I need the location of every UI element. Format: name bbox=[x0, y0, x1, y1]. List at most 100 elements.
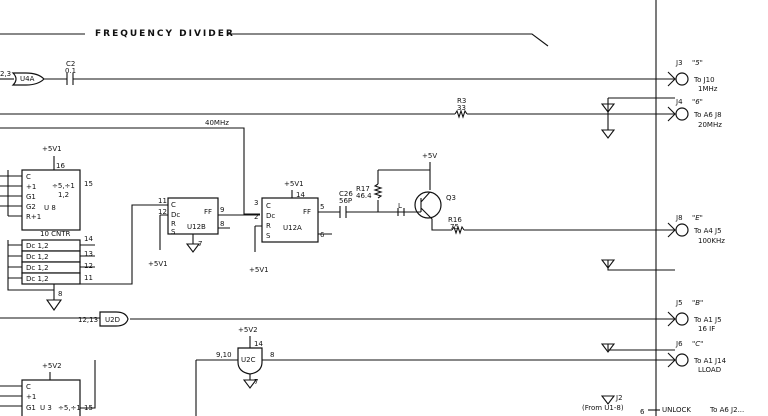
u4a-label: U4A bbox=[20, 75, 35, 83]
u3-counter-box bbox=[21, 379, 81, 416]
u8-pin-12: 12 bbox=[84, 262, 93, 270]
u3-name: U 3 bbox=[40, 404, 52, 412]
u8-pin-8: 8 bbox=[58, 290, 62, 298]
r17-value: 46.4 bbox=[356, 192, 372, 200]
ground-symbol bbox=[600, 343, 616, 353]
connector-jack bbox=[675, 107, 689, 121]
connector-arrow bbox=[667, 222, 676, 238]
q3-supply bbox=[378, 162, 431, 190]
j2-pin: 6 bbox=[640, 408, 645, 416]
j2-destination: To A6 J2... bbox=[709, 406, 744, 414]
u8-in-g2: G2 bbox=[26, 203, 36, 211]
u8-counter-box bbox=[21, 169, 81, 231]
r17-resistor bbox=[373, 183, 383, 199]
u12a-ff: FF bbox=[303, 208, 311, 216]
u2c-label: U2C bbox=[241, 356, 256, 364]
u8-pin-13: 13 bbox=[84, 250, 93, 258]
u8-in-g1: G1 bbox=[26, 193, 36, 201]
u2c-vcc: +5V2 bbox=[238, 326, 258, 334]
u12b-flipflop bbox=[167, 197, 219, 235]
q3-leads bbox=[410, 191, 452, 231]
c26-capacitor bbox=[339, 206, 347, 218]
u8-divide: ÷5,÷1 bbox=[52, 182, 75, 190]
j3-signal: 1MHz bbox=[698, 85, 718, 93]
j5-signal: 16 IF bbox=[698, 325, 715, 333]
connector-j5: J5 "B" To A1 J5 16 IF bbox=[667, 299, 722, 333]
net-40mhz-wire bbox=[0, 127, 260, 215]
u8-cell-label: Dc 1,2 bbox=[26, 275, 49, 283]
u12b-wires bbox=[159, 214, 260, 250]
u8-in-r: R+1 bbox=[26, 213, 41, 221]
u12a-pin-5: 5 bbox=[320, 203, 324, 211]
u12b-label: U12B bbox=[187, 223, 206, 231]
u8-input-wires bbox=[0, 170, 22, 217]
j4-pin: "6" bbox=[692, 98, 703, 106]
ground-symbol bbox=[600, 103, 616, 113]
u12b-pin-7: 7 bbox=[198, 240, 202, 248]
r3-resistor bbox=[454, 109, 468, 119]
l1-label: L bbox=[398, 202, 402, 210]
u8-pin-14: 14 bbox=[84, 235, 93, 243]
u12a-pin-3: 3 bbox=[254, 199, 258, 207]
c2-label: C2 bbox=[66, 60, 75, 68]
j6-signal: LLOAD bbox=[698, 366, 721, 374]
u8-output-wires bbox=[80, 204, 168, 285]
c2-capacitor bbox=[66, 73, 74, 85]
r17-label: R17 bbox=[356, 185, 370, 193]
u12a-label: U12A bbox=[283, 224, 302, 232]
u12a-pin-2: 2 bbox=[254, 213, 258, 221]
j3-ref: J3 bbox=[675, 59, 683, 67]
connector-arrow bbox=[667, 352, 676, 368]
u8-divide-2: 1,2 bbox=[58, 191, 69, 199]
u8-cell-label: Dc 1,2 bbox=[26, 253, 49, 261]
j2-ref: J2 bbox=[615, 394, 623, 402]
u8-name: U 8 bbox=[44, 204, 56, 212]
connector-j4: J4 "6" To A6 J8 20MHz bbox=[667, 98, 722, 129]
u8-cell-label: Dc 1,2 bbox=[26, 264, 49, 272]
u12a-vcc-bottom: +5V1 bbox=[249, 266, 269, 274]
u2c-pins: 9,10 bbox=[216, 351, 232, 359]
u8-pin-16: 16 bbox=[56, 162, 65, 170]
r3-value: 33 bbox=[457, 104, 466, 112]
u2d-pins: 12,13 bbox=[78, 316, 98, 324]
j4-signal: 20MHz bbox=[698, 121, 722, 129]
u12a-flipflop bbox=[261, 197, 319, 243]
u2c-ground-symbol bbox=[242, 379, 258, 389]
j4-ref: J4 bbox=[675, 98, 683, 106]
connector-j8: J8 "E" To A4 J5 100KHz bbox=[667, 214, 725, 245]
q3-transistor bbox=[414, 191, 442, 219]
connector-arrow bbox=[667, 311, 676, 327]
u3-wires bbox=[0, 360, 96, 409]
connector-arrow bbox=[667, 71, 676, 87]
u12b-in-dc: Dc bbox=[171, 211, 180, 219]
u8-in-c: C bbox=[26, 173, 31, 181]
j2-source: (From U1-8) bbox=[582, 404, 624, 412]
u12a-vcc: +5V1 bbox=[284, 180, 304, 188]
u12b-ground-symbol bbox=[185, 243, 201, 253]
j6-ref: J6 bbox=[675, 340, 683, 348]
c26-value: 56P bbox=[339, 197, 352, 205]
q3-label: Q3 bbox=[446, 194, 456, 202]
section-title: FREQUENCY DIVIDER bbox=[95, 29, 235, 39]
q3-vcc: +5V bbox=[422, 152, 437, 160]
ground-symbol bbox=[600, 129, 616, 139]
u2d-gate bbox=[99, 311, 129, 327]
u4a-gate bbox=[11, 72, 45, 86]
u3-in-c: C bbox=[26, 383, 31, 391]
u12b-in-s: S bbox=[171, 228, 176, 236]
u12b-in-c: C bbox=[171, 201, 176, 209]
j3-pin: "5" bbox=[692, 59, 703, 67]
ground-symbol bbox=[600, 259, 616, 269]
u8-output-cells: Dc 1,2 Dc 1,2 Dc 1,2 Dc 1,2 bbox=[21, 239, 81, 285]
u12a-in-dc: Dc bbox=[266, 212, 275, 220]
r16-label: R16 bbox=[448, 216, 462, 224]
ground-symbol bbox=[600, 395, 616, 405]
u3-divide: ÷5,÷1 bbox=[58, 404, 81, 412]
c26-label: C26 bbox=[339, 190, 353, 198]
u3-in-plus1: +1 bbox=[26, 393, 36, 401]
connector-jack bbox=[675, 312, 689, 326]
connector-j2: J2 (From U1-8) 6 UNLOCK To A6 J2... bbox=[582, 394, 744, 416]
title-rule-right bbox=[228, 33, 549, 47]
u12b-vcc: +5V1 bbox=[148, 260, 168, 268]
